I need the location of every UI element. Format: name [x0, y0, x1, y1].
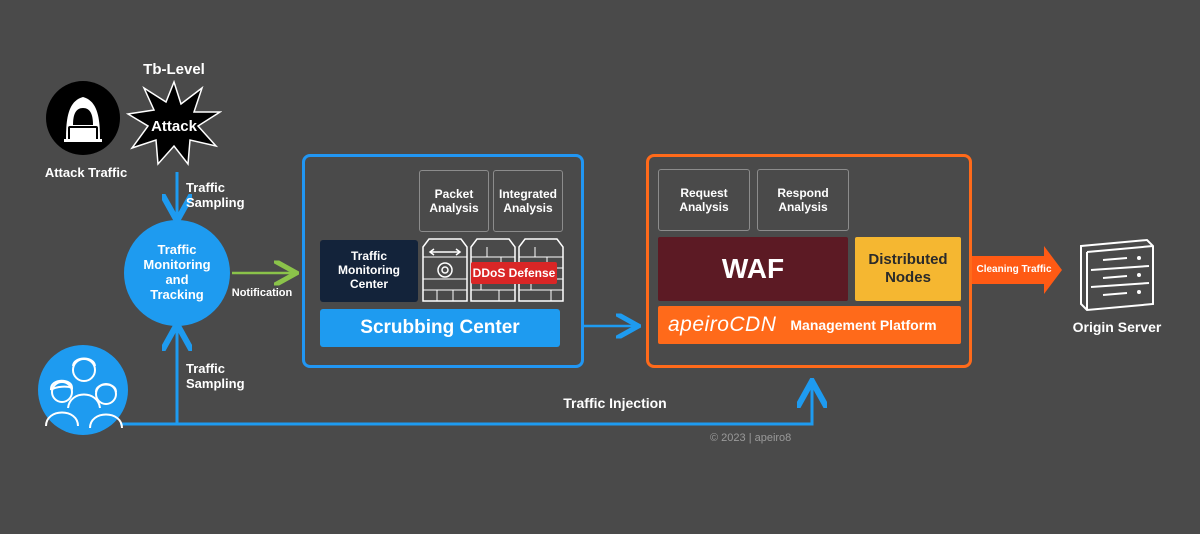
- packet-analysis-label: Packet Analysis: [429, 186, 479, 215]
- attack-level-label: Tb-Level: [143, 61, 205, 78]
- traffic-sampling-bottom-label: Traffic Sampling: [186, 361, 245, 391]
- management-platform-label: Management Platform: [790, 317, 937, 333]
- burst-icon: [125, 79, 223, 166]
- respond-analysis-label: Respond Analysis: [777, 185, 829, 214]
- scrubbing-center-panel: [302, 154, 584, 368]
- traffic-injection-label: Traffic Injection: [563, 395, 667, 411]
- origin-server-label: Origin Server: [1072, 319, 1162, 335]
- copyright-text: © 2023 | apeiro8: [710, 432, 792, 444]
- hacker-icon: [46, 81, 120, 155]
- attack-traffic-label: Attack Traffic: [44, 165, 128, 180]
- respond-analysis-card: Respond Analysis: [757, 169, 849, 231]
- arrow-traffic-injection: [120, 384, 812, 426]
- scrubbing-center-title: Scrubbing Center: [360, 317, 520, 338]
- cleaning-traffic-label: Cleaning Traffic: [976, 264, 1052, 275]
- ddos-defense-label: DDoS Defense: [472, 266, 556, 280]
- users-group-icon: [38, 342, 128, 438]
- server-icon: [1075, 232, 1159, 312]
- integrated-analysis-label: Integrated Analysis: [498, 186, 557, 215]
- monitoring-tracking-circle: Traffic Monitoring and Tracking: [124, 220, 230, 326]
- traffic-monitoring-center-label: Traffic Monitoring Center: [338, 249, 400, 291]
- management-platform-bar: apeiroCDN Management Platform: [658, 306, 961, 344]
- monitoring-tracking-label: Traffic Monitoring and Tracking: [143, 242, 211, 302]
- traffic-monitoring-center-box: Traffic Monitoring Center: [320, 240, 418, 302]
- cleaning-traffic-arrow: [971, 246, 1062, 294]
- integrated-analysis-card: Integrated Analysis: [493, 170, 563, 232]
- request-analysis-label: Request Analysis: [679, 185, 729, 214]
- notification-label: Notification: [231, 287, 293, 299]
- attack-burst-label: Attack: [151, 118, 197, 135]
- scrubbing-center-title-bar: Scrubbing Center: [320, 309, 560, 347]
- waf-label: WAF: [721, 253, 785, 284]
- packet-analysis-card: Packet Analysis: [419, 170, 489, 232]
- waf-box: WAF: [658, 237, 848, 301]
- request-analysis-card: Request Analysis: [658, 169, 750, 231]
- cdn-platform-panel: [646, 154, 972, 368]
- distributed-nodes-box: Distributed Nodes: [855, 237, 961, 301]
- distributed-nodes-label: Distributed Nodes: [868, 251, 948, 286]
- traffic-sampling-top-label: Traffic Sampling: [186, 180, 245, 210]
- ddos-defense-badge: DDoS Defense: [471, 262, 557, 284]
- apeiro-cdn-logo: apeiroCDN: [668, 313, 777, 336]
